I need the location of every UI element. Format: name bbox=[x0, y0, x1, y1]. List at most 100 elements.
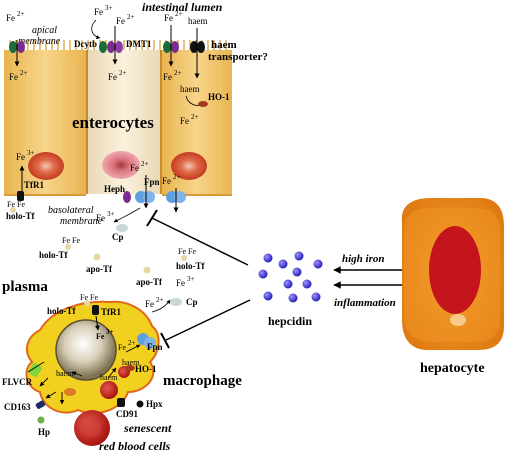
holo-tf-plasma-2: Fe Fe bbox=[178, 247, 196, 261]
plasma-label: plasma bbox=[2, 279, 48, 295]
svg-text:2+: 2+ bbox=[175, 10, 183, 18]
apo-tf-dot-2 bbox=[143, 266, 151, 274]
fpn-macrophage bbox=[137, 333, 156, 349]
hpx-label: Hpx bbox=[146, 399, 163, 409]
high-iron-label: high iron bbox=[342, 253, 385, 265]
holo-tf-macrophage-label: holo-Tf bbox=[47, 306, 77, 316]
svg-text:2+: 2+ bbox=[20, 69, 28, 77]
haem-transporter-label-1: haem bbox=[211, 39, 237, 51]
svg-text:3+: 3+ bbox=[106, 328, 114, 336]
fe3-plasma-cp: Fe 3+ bbox=[96, 210, 115, 223]
svg-text:Fe: Fe bbox=[188, 247, 196, 256]
ho1-macrophage-protein bbox=[125, 365, 135, 371]
fe2-in-macrophage: Fe 2+ bbox=[118, 339, 136, 352]
fe2-fpn-out: Fe 2+ bbox=[130, 160, 149, 173]
macrophage-label: macrophage bbox=[163, 373, 242, 389]
svg-text:Fe: Fe bbox=[164, 13, 173, 23]
fe3-tfr1-left: Fe 3+ bbox=[16, 149, 35, 162]
svg-text:2+: 2+ bbox=[173, 173, 181, 181]
svg-text:Fe: Fe bbox=[94, 7, 103, 17]
senescent-label-2: red blood cells bbox=[99, 439, 171, 453]
haem-macrophage-2: haem bbox=[56, 369, 74, 378]
dmt1-transporter-left bbox=[9, 41, 25, 53]
hepcidin-inhibit-enterocyte bbox=[151, 217, 249, 266]
svg-text:2+: 2+ bbox=[191, 113, 199, 121]
svg-text:2+: 2+ bbox=[127, 13, 135, 21]
hepcidin-label: hepcidin bbox=[268, 314, 312, 328]
fpn-macrophage-label: Fpn bbox=[147, 342, 163, 352]
haem-transporter-label-2: transporter? bbox=[208, 51, 268, 63]
hepcidin-cluster bbox=[258, 251, 323, 303]
haem-lumen-label: haem bbox=[188, 16, 208, 26]
ceruloplasmin-enterocyte bbox=[116, 224, 128, 232]
haem-macrophage-3: haem bbox=[100, 373, 118, 382]
hepcidin-inhibit-macrophage bbox=[165, 299, 251, 341]
macrophage-cell bbox=[25, 300, 160, 415]
svg-text:Fe: Fe bbox=[96, 332, 105, 341]
svg-text:Fe: Fe bbox=[6, 13, 15, 23]
svg-text:Fe: Fe bbox=[90, 293, 98, 302]
tfr1-macrophage-label: TfR1 bbox=[101, 307, 121, 317]
svg-text:Fe: Fe bbox=[16, 152, 25, 162]
fe2-from-haem: Fe 2+ bbox=[180, 113, 199, 126]
intestinal-lumen-label: intestinal lumen bbox=[142, 0, 223, 14]
svg-text:3+: 3+ bbox=[105, 4, 113, 12]
cd163-label: CD163 bbox=[4, 402, 31, 412]
fe2-apical-left: Fe 2+ bbox=[6, 10, 25, 23]
apical-label-1: apical bbox=[32, 25, 57, 36]
svg-text:Fe: Fe bbox=[145, 299, 154, 309]
fe2-lumen-right: Fe 2+ bbox=[164, 10, 183, 23]
svg-text:Fe: Fe bbox=[72, 236, 80, 245]
apical-label-2: membrane bbox=[18, 36, 61, 47]
haptoglobin bbox=[37, 416, 45, 424]
dmt1-label: DMT1 bbox=[126, 39, 152, 49]
svg-text:3+: 3+ bbox=[187, 275, 195, 283]
enterocyte-layer: enterocytes bbox=[4, 40, 232, 196]
svg-text:Fe: Fe bbox=[80, 293, 88, 302]
apo-tf-dot bbox=[93, 253, 101, 261]
hepatocyte-label: hepatocyte bbox=[420, 361, 485, 376]
apo-tf-label-2: apo-Tf bbox=[136, 277, 163, 287]
fe-holo-tf-macrophage: Fe Fe bbox=[80, 293, 98, 306]
heph-label: Heph bbox=[104, 184, 125, 194]
hepatocyte-nucleus bbox=[429, 226, 481, 314]
ho1-macrophage-label: HO-1 bbox=[135, 364, 157, 374]
fpn-enterocyte-right bbox=[166, 191, 186, 203]
tfr1-enterocyte-label: TfR1 bbox=[24, 180, 44, 190]
cd91-label: CD91 bbox=[116, 409, 138, 419]
holo-tf-plasma-label-1: holo-Tf bbox=[39, 250, 69, 260]
fe3-in-macrophage: Fe 3+ bbox=[96, 328, 114, 341]
flvcr-label: FLVCR bbox=[2, 377, 33, 387]
svg-text:2+: 2+ bbox=[119, 69, 127, 77]
svg-text:Fe: Fe bbox=[118, 343, 126, 352]
cd163-receptor bbox=[35, 400, 46, 409]
senescent-label-1: senescent bbox=[123, 421, 172, 435]
ho1-protein bbox=[198, 101, 208, 107]
dcytb-protein bbox=[99, 41, 107, 53]
ceruloplasmin-macrophage bbox=[170, 298, 182, 306]
fe2-cytosol-left: Fe 2+ bbox=[9, 69, 28, 82]
holo-tf-enterocyte-label: holo-Tf bbox=[6, 211, 36, 221]
svg-text:Fe: Fe bbox=[162, 176, 171, 186]
nucleus-right bbox=[171, 152, 207, 180]
macrophage-vacuole bbox=[55, 319, 117, 381]
svg-text:2+: 2+ bbox=[128, 339, 136, 347]
fe3-macrophage-out: Fe 3+ bbox=[176, 275, 195, 288]
svg-text:2+: 2+ bbox=[174, 69, 182, 77]
svg-text:Fe: Fe bbox=[176, 278, 185, 288]
basolateral-label-1: basolateral bbox=[48, 205, 94, 216]
svg-text:Fe: Fe bbox=[130, 163, 139, 173]
apo-tf-label-1: apo-Tf bbox=[86, 264, 113, 274]
fpn-enterocyte-label: Fpn bbox=[144, 177, 160, 187]
fe2-lumen-mid: Fe 2+ bbox=[116, 13, 135, 26]
nucleus-left bbox=[28, 152, 64, 180]
svg-text:Fe: Fe bbox=[108, 72, 117, 82]
fpn-enterocyte bbox=[135, 191, 155, 203]
hp-label: Hp bbox=[38, 427, 50, 437]
basolateral-label-2: membrane bbox=[60, 216, 103, 227]
holo-tf-plasma-1: Fe Fe bbox=[62, 236, 80, 250]
haem-macrophage-1: haem bbox=[122, 358, 140, 367]
svg-text:2+: 2+ bbox=[156, 296, 164, 304]
haem-transporter-protein bbox=[190, 41, 205, 53]
